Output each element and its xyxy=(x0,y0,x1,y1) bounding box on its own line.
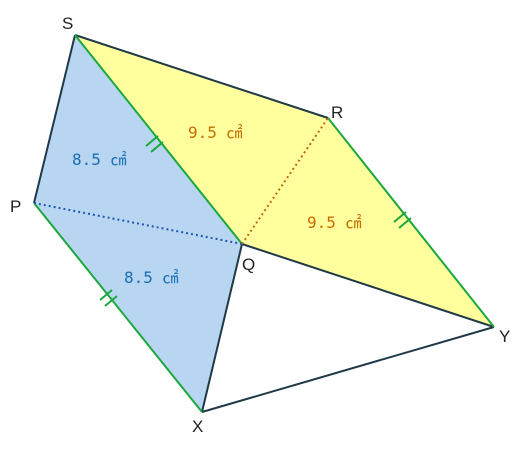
dotted-segment-qr xyxy=(241,117,329,245)
edge-ry xyxy=(327,117,495,328)
tick-mark-sq xyxy=(145,135,164,153)
tick-mark-px xyxy=(99,289,118,307)
edge-sp xyxy=(33,34,76,204)
vertex-label-x: X xyxy=(192,417,203,436)
yellow-triangle-rqy xyxy=(242,118,494,327)
edge-qy xyxy=(241,243,495,328)
vertex-label-r: R xyxy=(331,103,343,122)
vertex-label-y: Y xyxy=(499,327,510,346)
area-label-blue-lower: 8.5 ㎠ xyxy=(124,268,179,287)
edge-xy xyxy=(201,326,495,413)
tick-mark-ry xyxy=(393,211,412,229)
edge-sr xyxy=(74,34,329,119)
blue-triangle-pqx xyxy=(34,203,242,412)
yellow-triangle-sqr xyxy=(75,35,328,244)
blue-triangle-spq xyxy=(34,35,242,244)
vertex-label-q: Q xyxy=(242,255,255,274)
dotted-segment-pq xyxy=(33,202,243,245)
area-label-yellow-upper: 9.5 ㎠ xyxy=(188,123,243,142)
edge-px xyxy=(33,202,203,413)
edge-sq xyxy=(74,34,243,245)
area-label-blue-upper: 8.5 ㎠ xyxy=(72,150,127,169)
edge-qx xyxy=(201,243,243,413)
area-label-yellow-lower: 9.5 ㎠ xyxy=(307,213,362,232)
vertex-label-s: S xyxy=(62,14,73,33)
vertex-label-p: P xyxy=(10,197,21,216)
